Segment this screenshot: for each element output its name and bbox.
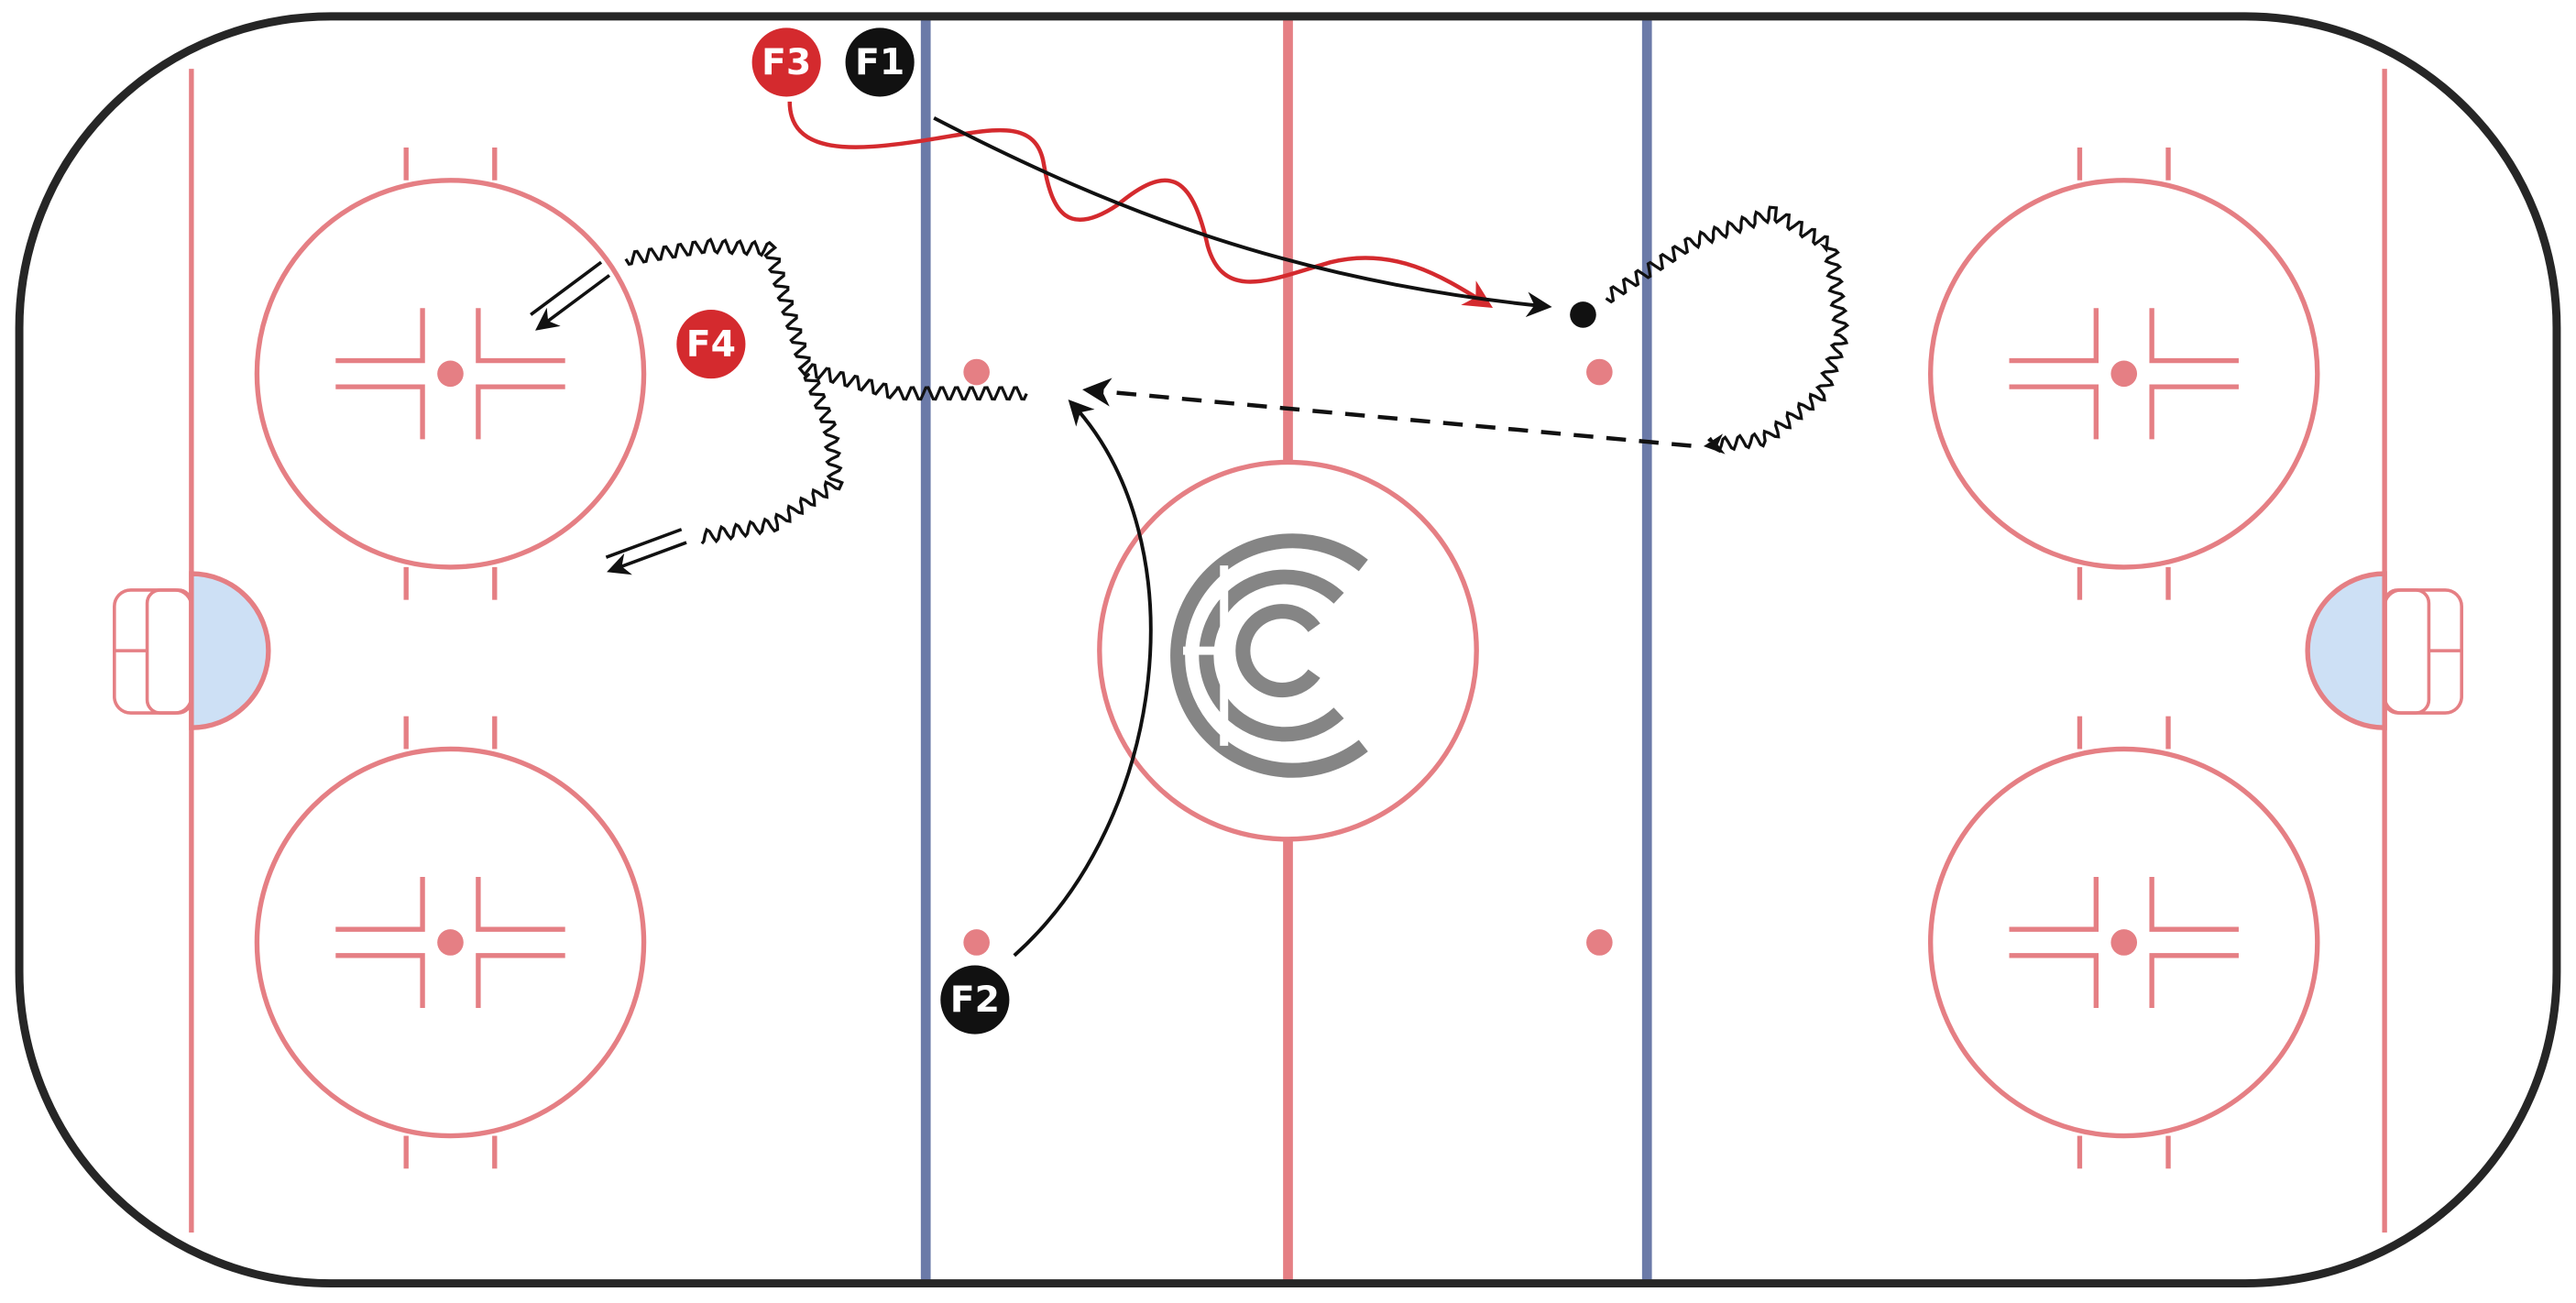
- faceoff-circle: [254, 716, 647, 1169]
- player-marker: [676, 310, 746, 379]
- player-label: F2: [950, 979, 1000, 1021]
- rink-markings: [113, 19, 2463, 1282]
- faceoff-circle: [254, 147, 647, 600]
- neutral-zone-dot: [1586, 929, 1613, 956]
- puck[interactable]: [1570, 301, 1596, 328]
- player-f3[interactable]: F3: [751, 27, 821, 97]
- neutral-zone-dot: [963, 358, 990, 386]
- player-label: F1: [855, 41, 904, 83]
- neutral-zone-dot: [963, 929, 990, 956]
- player-marker: [845, 27, 915, 97]
- backward-skate-arrow: [530, 260, 687, 575]
- player-marker: [751, 27, 821, 97]
- player-marker: [940, 965, 1010, 1035]
- center-logo-icon: [1170, 533, 1368, 778]
- puck-carrier-skate-path: [1605, 205, 1850, 454]
- f3-skate-path: [787, 101, 1494, 308]
- drill-paths: [530, 101, 1850, 958]
- player-f2[interactable]: F2: [940, 965, 1010, 1035]
- rink-boards: [15, 12, 2561, 1288]
- goal-net-left: [113, 588, 193, 715]
- goal-net-right: [2383, 588, 2463, 715]
- player-label: F3: [762, 41, 811, 83]
- faceoff-dot: [2110, 360, 2138, 388]
- faceoff-dot: [437, 929, 464, 956]
- f4-skate-with-puck-path: [624, 237, 1028, 401]
- faceoff-dot: [437, 360, 464, 388]
- faceoff-circle: [1927, 147, 2320, 600]
- crease-left: [189, 571, 271, 730]
- player-f4[interactable]: F4: [676, 310, 746, 379]
- faceoff-dot: [2110, 929, 2138, 956]
- center-circle: [1097, 459, 1479, 842]
- f4-skate-with-puck-branch: [700, 372, 844, 545]
- player-f1[interactable]: F1: [845, 27, 915, 97]
- pass-dashed-path: [1082, 378, 1692, 448]
- faceoff-circle: [1927, 716, 2320, 1169]
- f2-skate-path: [1013, 399, 1153, 958]
- f1-skate-path: [933, 116, 1552, 318]
- neutral-zone-dot: [1586, 358, 1613, 386]
- crease-right: [2305, 571, 2387, 730]
- player-label: F4: [686, 323, 736, 366]
